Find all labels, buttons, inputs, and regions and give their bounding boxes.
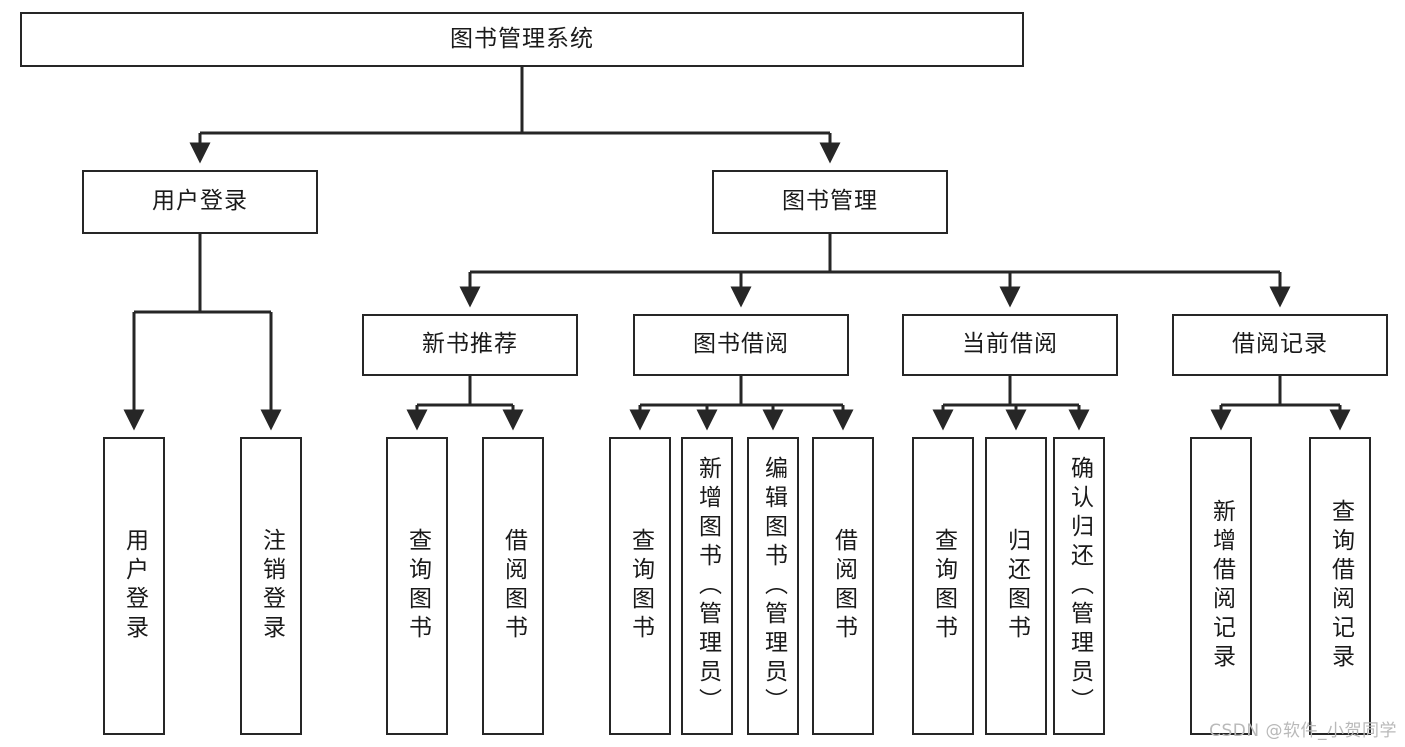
node-label: 查询图书: [627, 528, 654, 644]
node-borrow-record[interactable]: 借阅记录: [1172, 314, 1388, 376]
node-label: 新增图书（管理员）: [694, 455, 721, 717]
node-label: 图书借阅: [693, 331, 789, 358]
node-book-management-system[interactable]: 图书管理系统: [20, 12, 1024, 67]
node-label: 借阅图书: [500, 528, 527, 644]
node-label: 查询借阅记录: [1327, 499, 1354, 673]
node-label: 查询图书: [404, 528, 431, 644]
watermark-text: CSDN @软件_小贺同学: [1209, 721, 1397, 741]
node-label: 图书管理: [782, 188, 878, 215]
node-leaf-query-book-3[interactable]: 查询图书: [912, 437, 974, 735]
node-leaf-logout[interactable]: 注销登录: [240, 437, 302, 735]
node-label: 用户登录: [152, 188, 248, 215]
node-leaf-borrow-book-2[interactable]: 借阅图书: [812, 437, 874, 735]
node-leaf-query-book-2[interactable]: 查询图书: [609, 437, 671, 735]
node-leaf-query-book-1[interactable]: 查询图书: [386, 437, 448, 735]
node-label: 注销登录: [258, 528, 285, 644]
node-book-manage[interactable]: 图书管理: [712, 170, 948, 234]
node-leaf-add-borrow-record[interactable]: 新增借阅记录: [1190, 437, 1252, 735]
node-label: 新增借阅记录: [1208, 499, 1235, 673]
node-user-login[interactable]: 用户登录: [82, 170, 318, 234]
node-leaf-borrow-book-1[interactable]: 借阅图书: [482, 437, 544, 735]
node-label: 查询图书: [930, 528, 957, 644]
node-leaf-query-borrow-record[interactable]: 查询借阅记录: [1309, 437, 1371, 735]
node-book-borrow[interactable]: 图书借阅: [633, 314, 849, 376]
node-leaf-add-book-admin[interactable]: 新增图书（管理员）: [681, 437, 733, 735]
node-label: 借阅记录: [1232, 331, 1328, 358]
node-leaf-return-book[interactable]: 归还图书: [985, 437, 1047, 735]
node-label: 编辑图书（管理员）: [760, 455, 787, 717]
node-leaf-confirm-return-admin[interactable]: 确认归还（管理员）: [1053, 437, 1105, 735]
node-leaf-user-login[interactable]: 用户登录: [103, 437, 165, 735]
node-label: 借阅图书: [830, 528, 857, 644]
node-label: 用户登录: [121, 528, 148, 644]
node-label: 归还图书: [1003, 528, 1030, 644]
node-label: 新书推荐: [422, 331, 518, 358]
node-current-borrow[interactable]: 当前借阅: [902, 314, 1118, 376]
node-label: 当前借阅: [962, 331, 1058, 358]
node-new-book-rec[interactable]: 新书推荐: [362, 314, 578, 376]
node-label: 确认归还（管理员）: [1066, 455, 1093, 717]
node-leaf-edit-book-admin[interactable]: 编辑图书（管理员）: [747, 437, 799, 735]
node-label: 图书管理系统: [450, 25, 594, 52]
